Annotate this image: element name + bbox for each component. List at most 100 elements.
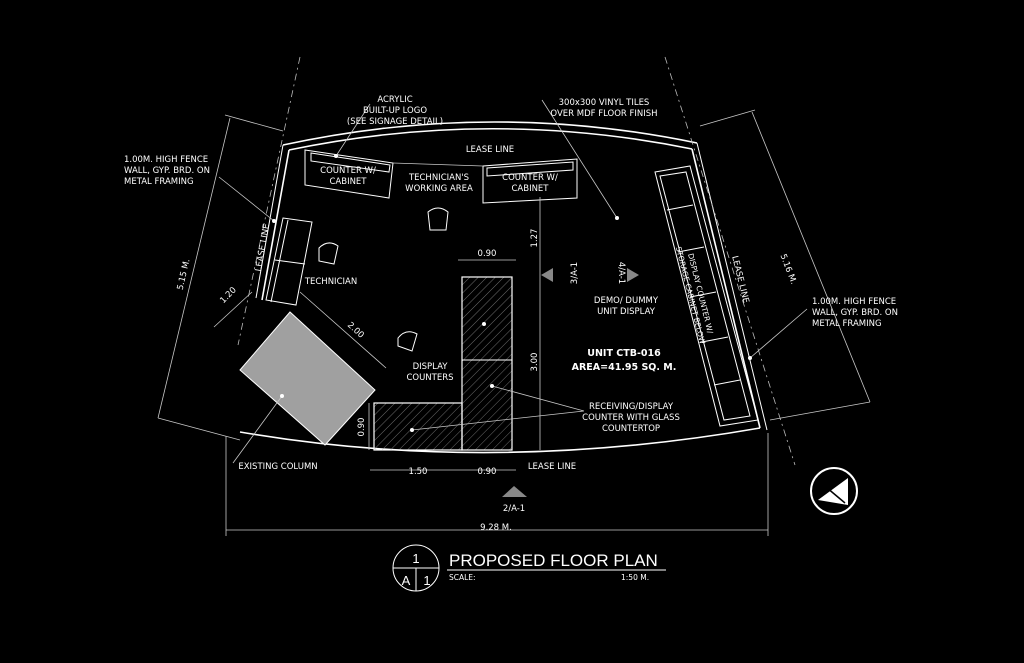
dim-ctr-height-text: 3.00 [530, 353, 540, 372]
label-tech-area-1: TECHNICIAN'S [408, 173, 469, 183]
dim-bot-right-text: 0.90 [478, 467, 497, 477]
display-counter-horizontal [373, 402, 463, 451]
note-logo-3: (SEE SIGNAGE DETAIL) [347, 117, 443, 127]
note-receiving-3: COUNTERTOP [602, 424, 660, 434]
existing-column [239, 311, 376, 446]
technician-counter-edge [270, 219, 289, 303]
display-counter-vertical [461, 276, 513, 451]
guide-line-right [664, 56, 796, 466]
label-lease-top: LEASE LINE [466, 145, 514, 155]
note-fence-right-2: WALL, GYP. BRD. ON [812, 308, 898, 318]
label-tech-area-2: WORKING AREA [405, 184, 473, 194]
cabinet-divider [677, 246, 705, 253]
dim-ext-left-bottom [157, 417, 241, 441]
right-wall-outer [696, 142, 768, 431]
display-cabinet [654, 165, 759, 427]
label-demo-2: UNIT DISPLAY [597, 307, 656, 317]
dim-ext-right-bottom [769, 401, 871, 421]
note-fence-left-1: 1.00M. HIGH FENCE [124, 155, 208, 165]
counter-right-edge [486, 161, 574, 177]
label-counter-right-1: COUNTER W/ [502, 173, 558, 183]
section-marker-icon [502, 486, 527, 497]
title-scale-value: 1:50 M. [621, 573, 649, 582]
leader-logo [335, 103, 371, 157]
title-text: PROPOSED FLOOR PLAN [449, 551, 658, 570]
leader-receiving [411, 385, 585, 431]
left-wall-outer [255, 144, 284, 299]
note-tiles-1: 300x300 VINYL TILES [559, 98, 650, 108]
leader-dot [615, 216, 619, 220]
cabinet-divider [666, 204, 694, 211]
section-marker-icon [627, 268, 639, 282]
leader-column [232, 395, 283, 464]
dim-bot-depth-text: 0.90 [357, 418, 367, 437]
leader-fence-right [749, 308, 808, 359]
leader-dot [490, 384, 494, 388]
label-lease-left: LEASE LINE [254, 223, 272, 272]
dim-bottom-total: 9.28 M. [480, 523, 512, 533]
chair-icon [427, 207, 449, 231]
label-display-counters-1: DISPLAY [413, 362, 449, 372]
section-marker-icon [541, 268, 553, 282]
right-wall [691, 148, 761, 429]
lease-line-top-arc [282, 121, 698, 146]
label-lease-bottom: LEASE LINE [528, 462, 576, 472]
note-existing-column: EXISTING COLUMN [238, 462, 317, 472]
cabinet-divider [689, 291, 717, 298]
cabinet-divider [701, 336, 729, 343]
dim-ext-right-top [699, 109, 756, 127]
dim-col-length-text: 2.00 [345, 320, 366, 340]
label-counter-left-1: COUNTER W/ [320, 166, 376, 176]
north-arrow-icon [810, 467, 858, 515]
leader-dot [280, 394, 284, 398]
dim-bot-left-text: 1.50 [409, 467, 428, 477]
leader-tiles [541, 99, 618, 219]
bubble-bottom-left: A [402, 573, 411, 588]
leader-dot [748, 356, 752, 360]
label-lease-right: LEASE LINE [729, 255, 750, 304]
display-cabinet-inner [659, 171, 751, 421]
leader-dot [272, 219, 276, 223]
technician-counter [265, 217, 313, 306]
tech-area-top [392, 162, 484, 167]
bubble-bottom-right: 1 [423, 573, 430, 588]
note-fence-left-2: WALL, GYP. BRD. ON [124, 166, 210, 176]
note-fence-right-3: METAL FRAMING [812, 319, 882, 329]
cabinet-divider [713, 379, 741, 386]
guide-line-left [237, 56, 301, 346]
section-b-label: 4/A-1 [616, 262, 626, 284]
dim-ctr-gap-text: 1.27 [530, 229, 540, 248]
lease-line-bottom-arc [239, 427, 761, 454]
note-logo-2: BUILT-UP LOGO [363, 106, 427, 116]
dim-col-length [299, 291, 387, 369]
label-technician: TECHNICIAN [304, 277, 357, 287]
leader-dot [410, 428, 414, 432]
leader-dot [482, 322, 486, 326]
note-receiving-2: COUNTER WITH GLASS [582, 413, 680, 423]
note-receiving-1: RECEIVING/DISPLAY [589, 402, 674, 412]
counter-left-edge [310, 152, 391, 173]
label-counter-left-2: CABINET [329, 177, 367, 187]
title-scale-label: SCALE: [449, 573, 476, 582]
label-demo-1: DEMO/ DUMMY [594, 296, 659, 306]
leader-fence-left [218, 176, 275, 222]
leader-dot [334, 154, 338, 158]
note-fence-left-3: METAL FRAMING [124, 177, 194, 187]
dim-ctr-top-text: 0.90 [478, 249, 497, 259]
label-counter-right-2: CABINET [511, 184, 549, 194]
label-area: AREA=41.95 SQ. M. [572, 362, 677, 373]
chair-icon [397, 331, 418, 352]
label-display-counters-2: COUNTERS [406, 373, 453, 383]
dim-right-side: 5.16 M. [778, 253, 799, 286]
note-fence-right-1: 1.00M. HIGH FENCE [812, 297, 896, 307]
dim-col-width [213, 291, 253, 328]
lease-line-top-arc-inner [288, 127, 693, 151]
section-c-label: 2/A-1 [503, 504, 525, 514]
note-logo-1: ACRYLIC [377, 95, 412, 105]
counter-right [482, 158, 578, 204]
label-unit: UNIT CTB-016 [587, 348, 661, 359]
bubble-top: 1 [412, 551, 419, 566]
dim-line-left [157, 117, 231, 419]
dim-col-width-text: 1.20 [218, 285, 238, 306]
